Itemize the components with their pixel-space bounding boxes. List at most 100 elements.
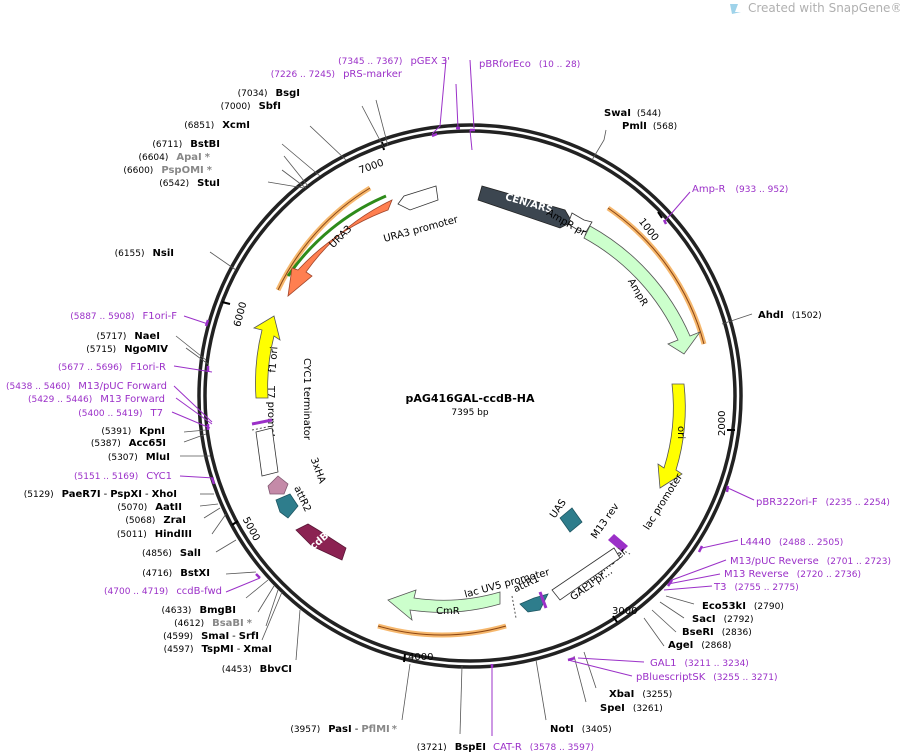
primer-label-m13-reverse: M13 Reverse(2720 .. 2736) [724, 569, 861, 580]
site-label-bspei: (3721)BspEI [417, 742, 486, 753]
primer-label-t3: T3(2755 .. 2775) [713, 582, 799, 593]
site-label-sbfi: (7000)SbfI [221, 101, 281, 112]
feature-m13-rev-label: M13 rev [589, 502, 621, 542]
feature-ori-label: ori [675, 426, 686, 439]
site-label-mlui: (5307)MluI [108, 452, 170, 463]
site-label-pspomi: (6600)PspOMI* [123, 165, 212, 176]
site-label-paer7i: (5129)PaeR7I-PspXI-XhoI [24, 489, 177, 500]
primer-label-pgex3: (7345 .. 7367)pGEX 3' [338, 56, 450, 67]
backbone-outer [197, 123, 743, 669]
primer-label-f1ori-r: (5677 .. 5696)F1ori-R [58, 362, 166, 373]
primer-label-l4440: L4440(2488 .. 2505) [740, 537, 843, 548]
feature-ura3-promoter-label: URA3 promoter [382, 214, 460, 245]
primer-label-pbrforeco: pBRforEco(10 .. 28) [479, 59, 580, 70]
site-label-smai: (4599)SmaI-SrfI [163, 631, 259, 642]
site-label-aatii: (5070)AatII [117, 502, 182, 513]
site-label-ahdi: AhdI(1502) [758, 310, 822, 321]
site-label-nsii: (6155)NsiI [115, 248, 174, 259]
site-label-pmli: PmlI(568) [622, 121, 677, 132]
primer-label-prs-marker: (7226 .. 7245)pRS-marker [271, 69, 403, 80]
tick-label-6000: 6000 [232, 301, 249, 328]
tick-3000 [612, 615, 618, 623]
site-label-bbvci: (4453)BbvCI [222, 664, 292, 675]
ura3-highlight-line [277, 187, 371, 291]
site-label-hindiii: (5011)HindIII [117, 529, 192, 540]
feature-3xha-label: 3xHA [308, 456, 328, 485]
site-label-stui: (6542)StuI [159, 178, 220, 189]
tick-6000 [221, 301, 231, 305]
feature-lac-promoter-marks[interactable] [608, 534, 631, 555]
ura3-green-band [286, 194, 387, 277]
site-label-saci: SacI(2792) [692, 614, 754, 625]
primer-label-m13-puc-forward: (5438 .. 5460)M13/pUC Forward [6, 381, 167, 392]
site-label-kpni: (5391)KpnI [101, 426, 165, 437]
feature-ccdb[interactable]: ccdB [295, 523, 347, 561]
site-label-xcmi: (6851)XcmI [184, 120, 250, 131]
tick-4000 [403, 653, 406, 663]
feature-uas[interactable]: UAS [548, 497, 583, 533]
feature-attr1-marks [538, 591, 548, 609]
site-label-eco53ki: Eco53kI(2790) [702, 601, 784, 612]
primer-ring-marks [204, 126, 730, 668]
tick-label-5000: 5000 [240, 515, 262, 543]
feature-ori[interactable]: ori [657, 383, 686, 489]
site-label-bstbi: (6711)BstBI [152, 139, 220, 150]
snapgene-logo-icon [730, 4, 741, 14]
tick-label-4000: 4000 [408, 652, 433, 663]
primer-label-gal1: GAL1(3211 .. 3234) [650, 658, 749, 669]
site-label-sali: (4856)SalI [142, 548, 201, 559]
cmr-highlight-line [377, 625, 507, 636]
site-leaders [175, 99, 753, 735]
primer-label-amp-r: Amp-R(933 .. 952) [692, 184, 788, 195]
site-label-naei: (5717)NaeI [96, 331, 160, 342]
ampr-highlight-band [606, 205, 707, 345]
primer-label-pbluescriptsk: pBluescriptSK(3255 .. 3271) [636, 672, 778, 683]
site-label-apai: (6604)ApaI* [138, 152, 210, 163]
site-label-xbai: XbaI(3255) [609, 689, 672, 700]
feature-ura3-promoter[interactable] [397, 185, 439, 211]
feature-lac-uv5-mark [511, 595, 517, 619]
feature-t7-marks [251, 418, 273, 431]
site-label-zrai: (5068)ZraI [125, 515, 186, 526]
ampr-highlight-line [607, 207, 705, 345]
feature-cmr-label: CmR [436, 606, 460, 617]
site-label-swai: SwaI(544) [604, 108, 661, 119]
site-label-agei: AgeI(2868) [668, 640, 731, 651]
tick-label-7000: 7000 [358, 158, 386, 177]
tick-5000 [231, 520, 239, 526]
feature-gal1-promoter[interactable]: GAL1 pr... [551, 547, 621, 603]
site-label-pasi: (3957)PasI-PflMI* [290, 724, 397, 735]
site-label-spei: SpeI(3261) [600, 703, 663, 714]
feature-ampr-promoter-arrow[interactable] [567, 212, 593, 233]
site-label-acc65i: (5387)Acc65I [91, 438, 166, 449]
primer-label-cyc1: (5151 .. 5169)CYC1 [74, 471, 172, 482]
feature-cyc1-terminator[interactable] [255, 427, 279, 477]
primer-label-m13-puc-reverse: M13/pUC Reverse(2701 .. 2723) [730, 556, 891, 567]
site-label-noti: NotI(3405) [550, 724, 612, 735]
feature-cyc1-terminator-label: CYC1 terminator [301, 358, 312, 441]
plasmid-size: 7395 bp [451, 408, 488, 418]
tick-label-3000: 3000 [612, 606, 637, 617]
primer-label-pbr322ori-f: pBR322ori-F(2235 .. 2254) [756, 497, 890, 508]
site-label-bmgbi: (4633)BmgBI [162, 605, 236, 616]
site-label-ngomiv: (5715)NgoMIV [86, 344, 168, 355]
site-label-tspmi: (4597)TspMI-XmaI [164, 644, 272, 655]
primer-markers [171, 59, 755, 736]
tick-label-2000: 2000 [717, 411, 728, 436]
watermark: Created with SnapGene® [748, 1, 900, 15]
primer-label-cat-r: CAT-R(3578 .. 3597) [493, 742, 594, 753]
primer-label-m13-forward: (5429 .. 5446)M13 Forward [28, 394, 165, 405]
primer-label-t7: (5400 .. 5419)T7 [78, 408, 163, 419]
primer-label-f1ori-f: (5887 .. 5908)F1ori-F [70, 311, 177, 322]
site-label-bseri: BseRI(2836) [682, 627, 752, 638]
primer-label-ccdb-fwd: (4700 .. 4719)ccdB-fwd [104, 586, 222, 597]
feature-f1-ori[interactable]: f1 ori [252, 315, 281, 399]
plasmid-name: pAG416GAL-ccdB-HA [405, 392, 535, 405]
site-label-bsabi: (4612)BsaBI* [174, 618, 253, 629]
tick-1000 [657, 211, 663, 219]
site-label-bstxi: (4716)BstXI [142, 568, 210, 579]
feature-cmr[interactable]: CmR [387, 589, 501, 622]
site-label-bsgi: (7034)BsgI [238, 88, 300, 99]
feature-f1-ori-label: f1 ori [267, 346, 280, 373]
